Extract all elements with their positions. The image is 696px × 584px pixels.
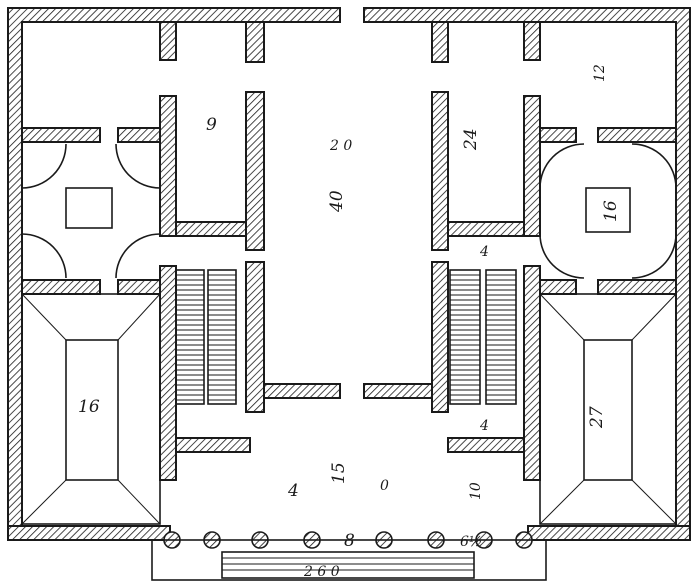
- cabinet-right: [585, 187, 631, 233]
- stair-right: [449, 269, 517, 405]
- left-wing-walls: [21, 21, 341, 481]
- wall-room24-bottom: [447, 221, 525, 237]
- stair-left: [175, 269, 237, 405]
- wall-left-vertical-mid: [159, 95, 177, 237]
- wall-right-cross-1: [539, 127, 577, 143]
- wall-right-cross-2b: [597, 279, 677, 295]
- wall-bottom-left: [7, 525, 171, 541]
- wall-left-cross-1b: [117, 127, 161, 143]
- wall-stair-right-bottom: [447, 437, 525, 453]
- wall-left-hall-court: [263, 383, 341, 399]
- wall-right-vertical-upper: [523, 21, 541, 61]
- wall-left-vertical-low: [159, 265, 177, 481]
- wall-bottom-right: [527, 525, 691, 541]
- wall-room9-right-mid: [245, 91, 265, 251]
- label-stair-4-upper: 4: [479, 244, 489, 260]
- wall-left-cross-2: [21, 279, 101, 295]
- wall-room9-right: [245, 21, 265, 63]
- hall-left-cove: [21, 293, 161, 525]
- label-portico-0: 0: [380, 478, 389, 494]
- wall-right-vertical-low: [523, 265, 541, 481]
- portico-steps: [151, 539, 547, 581]
- label-room-12: 12: [592, 64, 608, 82]
- label-portico-10: 10: [468, 482, 484, 500]
- label-column-diameter: 6½: [460, 534, 482, 550]
- label-hall-27: 27: [587, 406, 607, 429]
- wall-left-vertical-upper: [159, 21, 177, 61]
- label-cabinet-16: 16: [601, 200, 621, 222]
- wall-left-cross-1: [21, 127, 101, 143]
- wall-stair-right-left: [431, 261, 449, 413]
- right-wing-walls: [363, 21, 677, 481]
- wall-room24-left-mid: [431, 91, 449, 251]
- wall-right-hall-court: [363, 383, 433, 399]
- wall-right-cross-1b: [597, 127, 677, 143]
- wall-room9-bottom: [175, 221, 247, 237]
- label-stair-4-lower: 4: [479, 418, 489, 434]
- wall-stair-left-right: [245, 261, 265, 413]
- label-room-24: 24: [461, 128, 481, 151]
- label-hall-16: 16: [78, 397, 100, 417]
- label-portico-4: 4: [287, 481, 299, 501]
- cabinet-left: [65, 187, 113, 229]
- wall-left-cross-2b: [117, 279, 161, 295]
- outer-walls: [7, 7, 691, 541]
- label-hall-top: 40: [327, 190, 347, 213]
- label-steps: 2 6 0: [303, 564, 340, 580]
- wall-room24-left: [431, 21, 449, 63]
- label-hall-top-2: 2 0: [329, 138, 352, 154]
- wall-right-vertical-mid: [523, 95, 541, 237]
- label-portico-15: 15: [329, 462, 349, 484]
- label-room-9: 9: [206, 115, 217, 135]
- wall-stair-left-bottom: [175, 437, 251, 453]
- label-column-spacing: 8: [344, 531, 355, 551]
- door-arcs: [21, 143, 677, 279]
- hall-right-cove: [539, 293, 677, 525]
- wall-right-cross-2: [539, 279, 577, 295]
